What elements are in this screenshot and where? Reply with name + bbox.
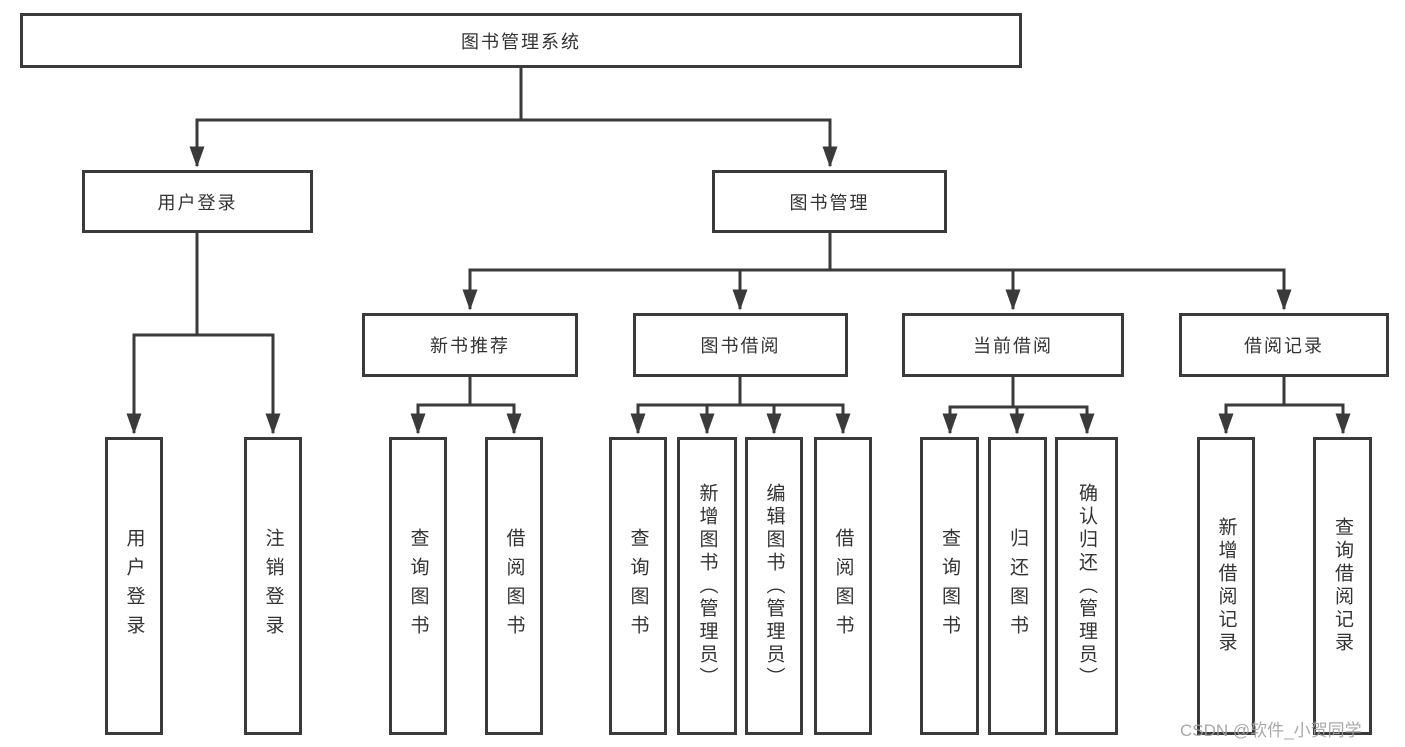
node-label: 新增借阅记录 [1215, 517, 1237, 655]
node-label: 确认归还（管理员） [1076, 482, 1097, 690]
node-new-book-recommend: 新书推荐 [362, 313, 578, 377]
node-leaf-borrow-books-1: 借阅图书 [485, 437, 543, 735]
node-leaf-logout: 注销登录 [244, 437, 302, 735]
node-leaf-user-login: 用户登录 [105, 437, 163, 735]
node-label: 图书管理系统 [461, 31, 581, 52]
connector-book-management [462, 233, 1292, 311]
node-leaf-confirm-return-admin: 确认归还（管理员） [1055, 437, 1118, 735]
connector-user-login [126, 233, 281, 435]
node-label: 查询图书 [939, 528, 960, 644]
node-leaf-return-book: 归还图书 [988, 437, 1047, 735]
node-label: 新书推荐 [430, 336, 510, 356]
node-leaf-query-books-1: 查询图书 [389, 437, 447, 735]
node-label: 编辑图书（管理员） [763, 482, 785, 690]
node-root-system: 图书管理系统 [20, 13, 1022, 68]
node-book-borrow: 图书借阅 [633, 313, 848, 377]
connector-book-borrow [630, 377, 851, 435]
node-label: 图书管理 [789, 192, 870, 213]
node-label: 当前借阅 [973, 336, 1053, 356]
node-label: 注销登录 [262, 528, 284, 644]
node-book-management: 图书管理 [712, 170, 947, 233]
node-leaf-query-books-3: 查询图书 [920, 437, 979, 735]
node-label: 借阅图书 [503, 528, 525, 644]
node-leaf-query-books-2: 查询图书 [609, 437, 667, 735]
node-leaf-add-borrow-record: 新增借阅记录 [1197, 437, 1255, 735]
connector-root-to-level2 [189, 68, 838, 168]
csdn-watermark: CSDN @软件_小贺同学 [1180, 721, 1362, 740]
node-label: 新增图书（管理员） [696, 482, 718, 690]
connector-current-borrow [942, 377, 1095, 435]
node-label: 归还图书 [1007, 528, 1028, 644]
node-label: 用户登录 [123, 528, 145, 644]
node-borrow-record: 借阅记录 [1179, 313, 1389, 377]
node-leaf-edit-book-admin: 编辑图书（管理员） [745, 437, 803, 735]
node-label: 借阅记录 [1244, 336, 1324, 356]
node-label: 查询图书 [627, 528, 649, 644]
node-label: 用户登录 [157, 192, 238, 213]
connector-new-book-recommend [410, 377, 522, 435]
connector-borrow-record [1218, 377, 1351, 435]
node-label: 图书借阅 [700, 336, 781, 356]
node-label: 查询图书 [407, 528, 429, 644]
node-leaf-add-book-admin: 新增图书（管理员） [677, 437, 737, 735]
node-user-login: 用户登录 [82, 170, 313, 233]
node-current-borrow: 当前借阅 [902, 313, 1124, 377]
node-label: 查询借阅记录 [1332, 517, 1353, 655]
node-leaf-query-borrow-record: 查询借阅记录 [1313, 437, 1372, 735]
node-label: 借阅图书 [832, 528, 854, 644]
node-leaf-borrow-books-2: 借阅图书 [814, 437, 872, 735]
